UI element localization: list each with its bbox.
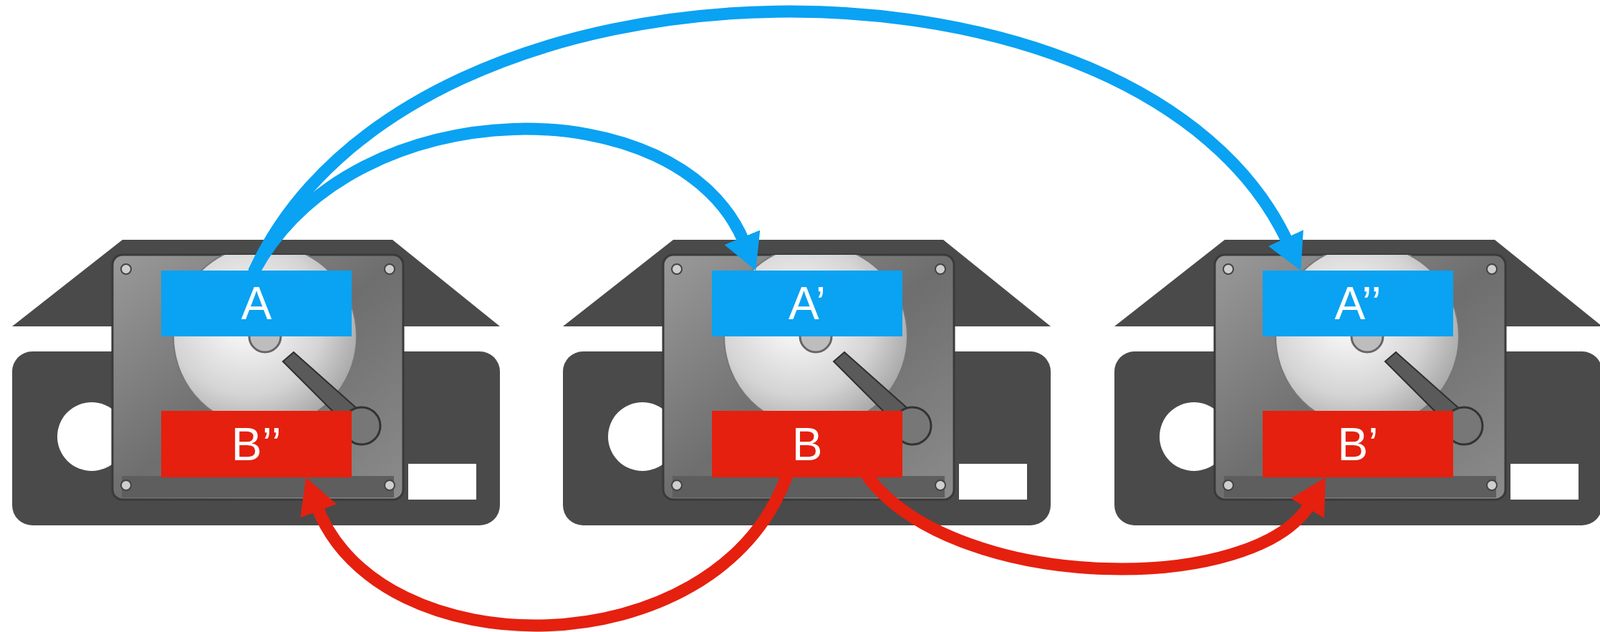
- server-unit: [562, 239, 1051, 526]
- replication-arrow: [868, 477, 1310, 570]
- replica-block: A’’: [1262, 270, 1454, 337]
- block-label: A: [241, 280, 273, 327]
- replica-block: B: [711, 411, 903, 478]
- server-unit: [12, 239, 500, 526]
- replica-block: A: [161, 270, 352, 337]
- block-label: A’: [788, 280, 826, 327]
- replica-block: B’’: [161, 411, 352, 478]
- replica-block: A’: [711, 270, 903, 337]
- server-unit: [1114, 239, 1600, 526]
- block-label: B’’: [231, 421, 282, 468]
- replication-arrow: [254, 128, 745, 271]
- block-label: B: [792, 421, 823, 468]
- block-label: B’: [1337, 421, 1379, 468]
- replication-arrow: [254, 11, 1288, 271]
- replica-block: B’: [1262, 411, 1454, 478]
- replication-arrow: [316, 477, 787, 626]
- block-label: A’’: [1334, 280, 1381, 327]
